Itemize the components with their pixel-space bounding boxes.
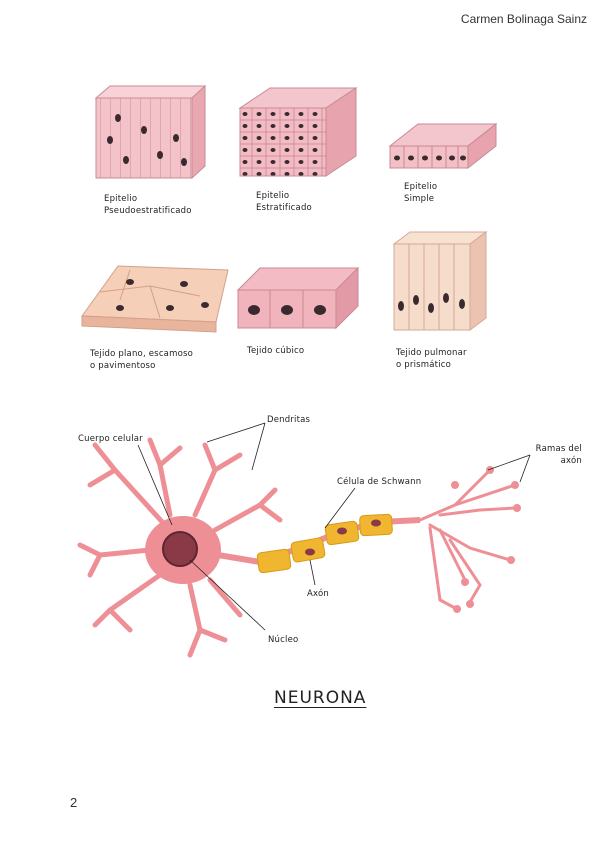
page-number: 2 [70, 795, 78, 810]
label-nucleus: Núcleo [268, 635, 299, 645]
neuron-diagram [77, 422, 531, 658]
tissue-columnar [392, 231, 488, 331]
leader-lines [137, 422, 531, 631]
tissue-label-simple: Epitelio Simple [404, 182, 438, 204]
tissue-simple [388, 122, 498, 170]
nucleus [162, 531, 198, 567]
label-axon: Axón [307, 589, 329, 599]
tissue-label-pseudostratified: Epitelio Pseudoestratificado [104, 194, 192, 216]
tissue-stratified [238, 87, 358, 177]
tissue-pseudostratified [94, 84, 207, 180]
label-cell-body: Cuerpo celular [78, 434, 143, 444]
axon-terminals [418, 468, 517, 610]
neuron-title: NEURONA [274, 688, 367, 708]
tissue-cuboidal [236, 266, 360, 330]
label-dendrites: Dendritas [267, 415, 311, 425]
dendrites [77, 437, 283, 658]
label-schwann-cell: Célula de Schwann [337, 477, 422, 487]
author-name: Carmen Bolinaga Sainz [460, 12, 587, 26]
tissue-label-cuboidal: Tejido cúbico [247, 346, 305, 356]
tissue-label-squamous: Tejido plano, escamoso o pavimentoso [90, 349, 194, 371]
tissue-squamous [81, 265, 229, 333]
label-axon-branches: Ramas del axón [535, 444, 582, 466]
schwann-cells [256, 513, 393, 574]
tissue-label-stratified: Epitelio Estratificado [256, 191, 312, 213]
tissue-label-columnar: Tejido pulmonar o prismático [396, 348, 467, 370]
